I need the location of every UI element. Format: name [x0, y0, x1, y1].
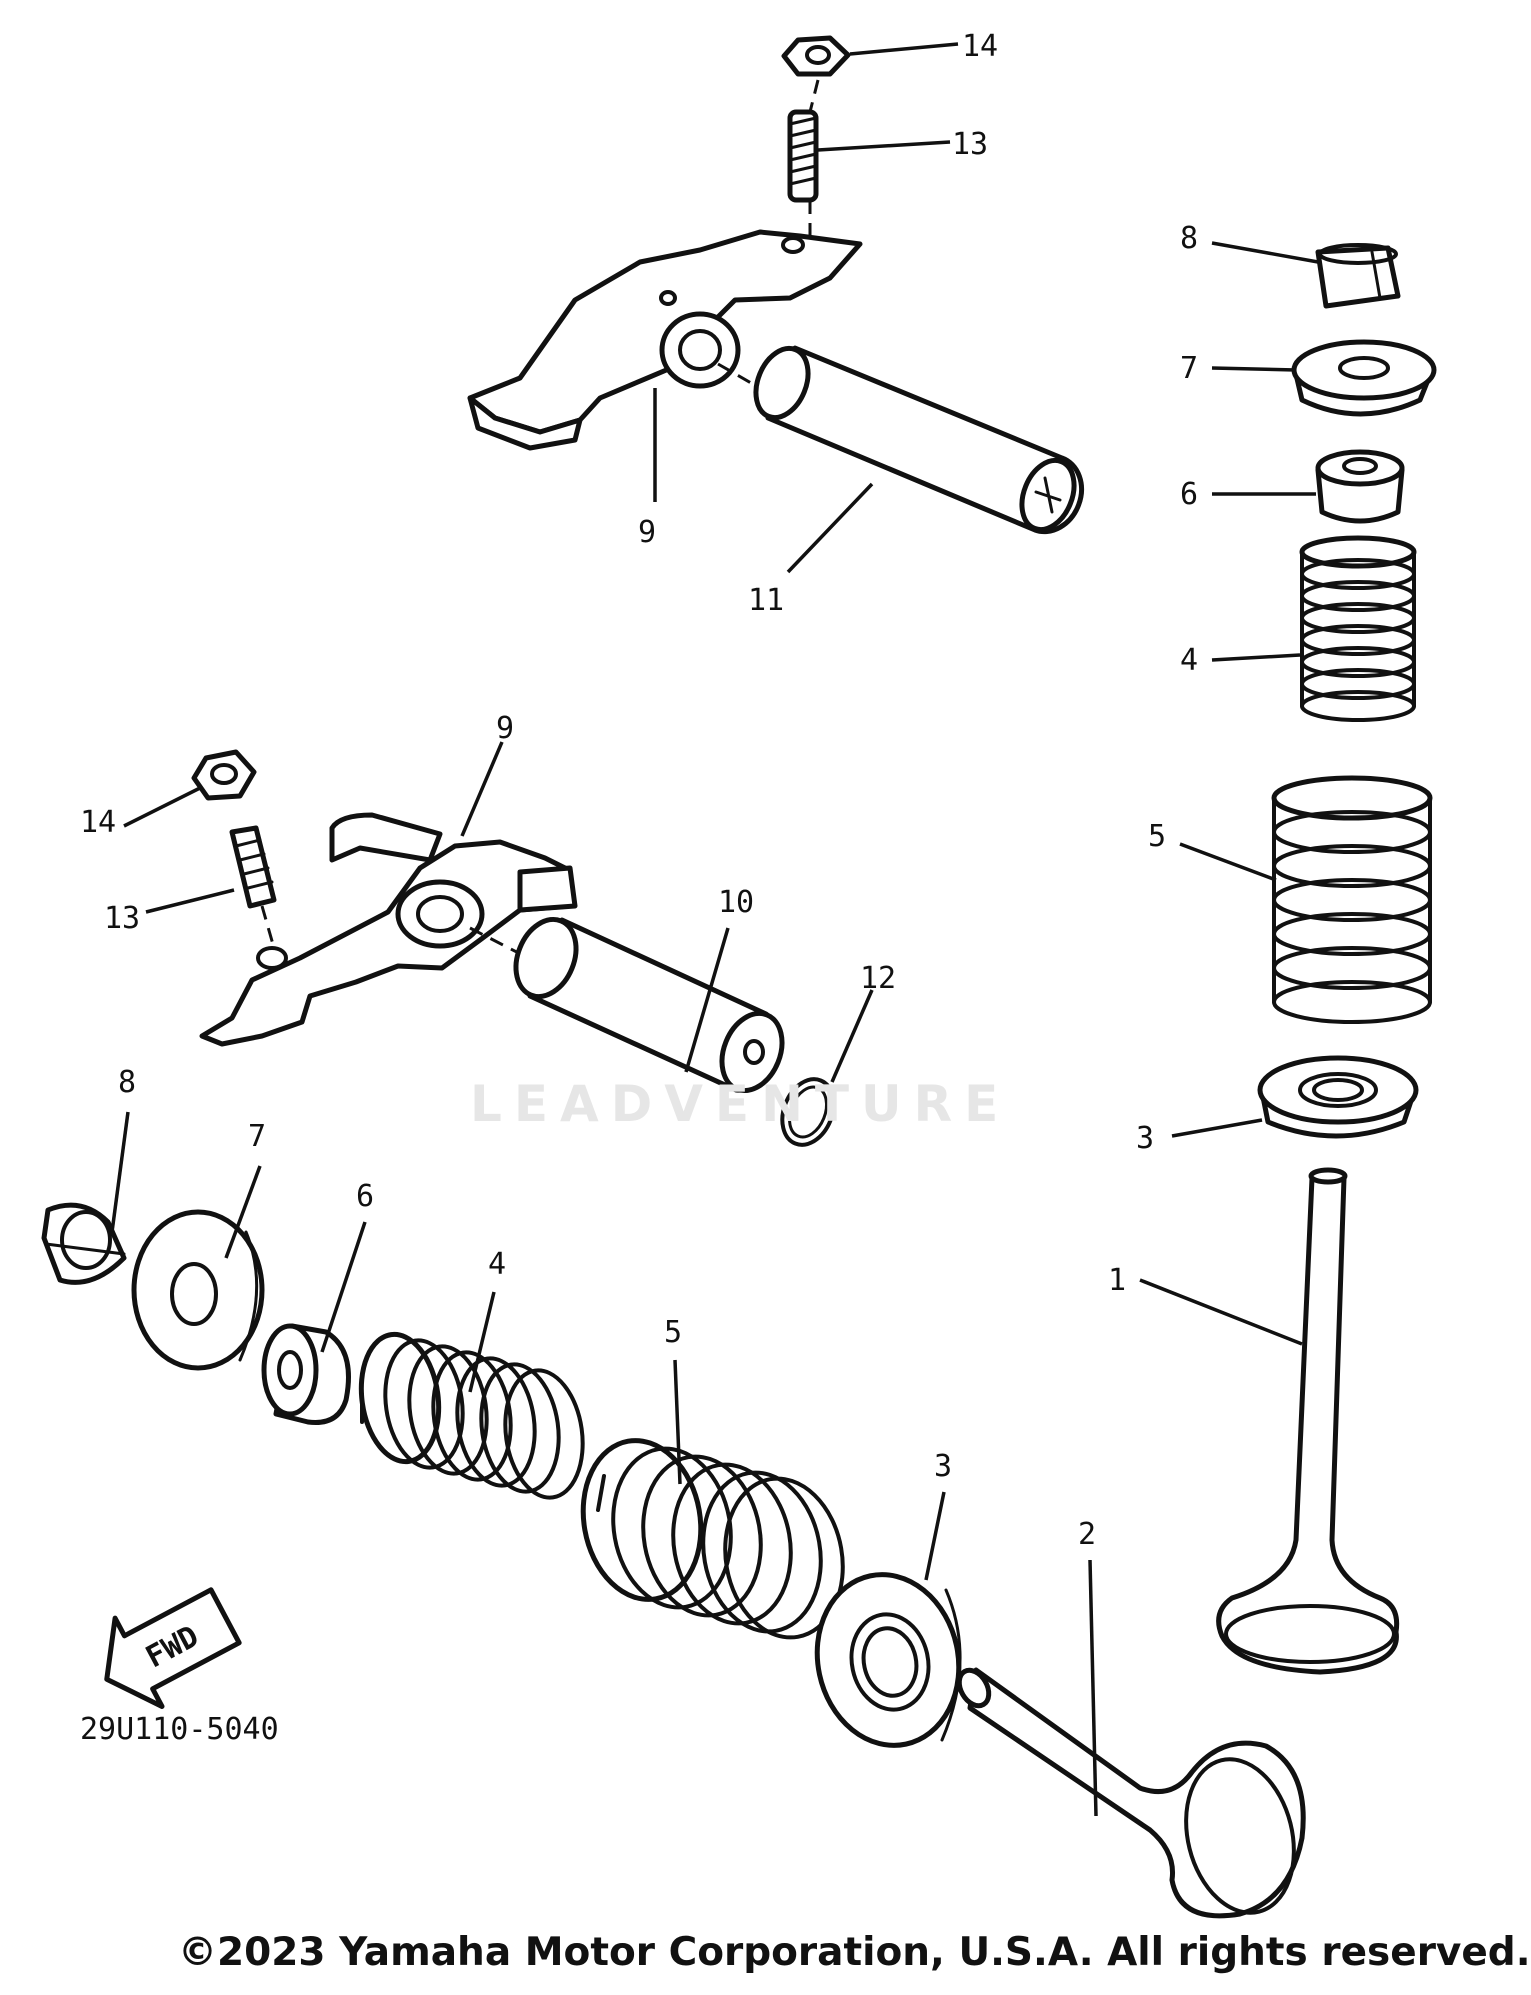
lower-rocker-arm-part [199, 812, 578, 1047]
callout-lower-14: 14 [80, 805, 116, 840]
lower-valve-stack [41, 1202, 1306, 1919]
fwd-arrow-icon: FWD [104, 1587, 242, 1709]
right-valve-stack [1216, 243, 1437, 1675]
upper-adjusting-screw-part [787, 79, 820, 250]
callout-lower-3: 3 [934, 1449, 952, 1484]
callout-lower-6: 6 [356, 1179, 374, 1214]
lower-cotter-part [41, 1202, 127, 1285]
callout-right-7: 7 [1180, 351, 1198, 386]
right-exhaust-valve-part [1216, 1167, 1400, 1675]
copyright-notice: ©2023 Yamaha Motor Corporation, U.S.A. A… [178, 1930, 1531, 1975]
right-spring-seat-part [1257, 1055, 1419, 1139]
callout-lower-12: 12 [860, 961, 896, 996]
callout-lower-13: 13 [104, 901, 140, 936]
callout-upper-13: 13 [952, 127, 988, 162]
upper-rocker-assembly [467, 35, 1085, 535]
callout-lower-10: 10 [718, 885, 754, 920]
lower-o-ring-part [780, 1077, 836, 1147]
callout-upper-9: 9 [638, 515, 656, 550]
callout-right-5: 5 [1148, 819, 1166, 854]
leader-lines [110, 42, 1319, 1817]
lower-retainer-part [131, 1209, 265, 1371]
callout-right-8: 8 [1180, 221, 1198, 256]
right-inner-spring-part [1299, 535, 1417, 722]
callout-labels: 14 13 9 11 8 7 6 4 5 3 1 9 14 13 10 12 8… [80, 29, 1198, 1552]
lower-spring-seat-part [814, 1572, 962, 1748]
right-stem-seal-part [1315, 449, 1405, 524]
right-retainer-part [1291, 339, 1437, 417]
watermark: LEADVENTURE [470, 1075, 1011, 1133]
lower-stem-seal-part [261, 1323, 351, 1426]
callout-right-4: 4 [1180, 643, 1198, 678]
reference-code: 29U110-5040 [80, 1712, 279, 1747]
callout-right-6: 6 [1180, 477, 1198, 512]
lower-nut-part [191, 749, 257, 801]
lower-intake-valve-part [956, 1667, 1306, 1919]
valves-rocker-arm-diagram: FWD 14 13 9 11 8 7 6 4 5 [41, 29, 1437, 1919]
callout-lower-8: 8 [118, 1065, 136, 1100]
callout-lower-7: 7 [248, 1119, 266, 1154]
callout-lower-4: 4 [488, 1247, 506, 1282]
callout-lower-2: 2 [1078, 1517, 1096, 1552]
callout-right-1: 1 [1108, 1263, 1126, 1298]
callout-lower-5: 5 [664, 1315, 682, 1350]
lower-rocker-shaft-part [513, 916, 785, 1094]
callout-right-3: 3 [1136, 1121, 1154, 1156]
lower-adjusting-screw-part [229, 825, 277, 949]
right-outer-spring-part [1271, 775, 1433, 1024]
lower-outer-spring-part [580, 1438, 845, 1640]
callout-lower-9: 9 [496, 711, 514, 746]
callout-upper-11: 11 [748, 583, 784, 618]
right-cotter-part [1315, 243, 1401, 309]
upper-rocker-arm-part [467, 229, 863, 451]
lower-inner-spring-part [358, 1331, 585, 1500]
callout-upper-14: 14 [962, 29, 998, 64]
upper-rocker-shaft-part [753, 345, 1085, 535]
lower-rocker-assembly [191, 749, 836, 1147]
upper-nut-part [781, 35, 851, 77]
